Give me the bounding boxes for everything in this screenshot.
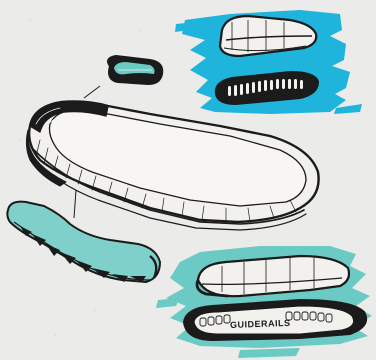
main-sole xyxy=(26,102,318,231)
heel-counter-piece xyxy=(108,56,162,84)
sole-stamp-text: GUIDERAILS xyxy=(230,318,291,330)
